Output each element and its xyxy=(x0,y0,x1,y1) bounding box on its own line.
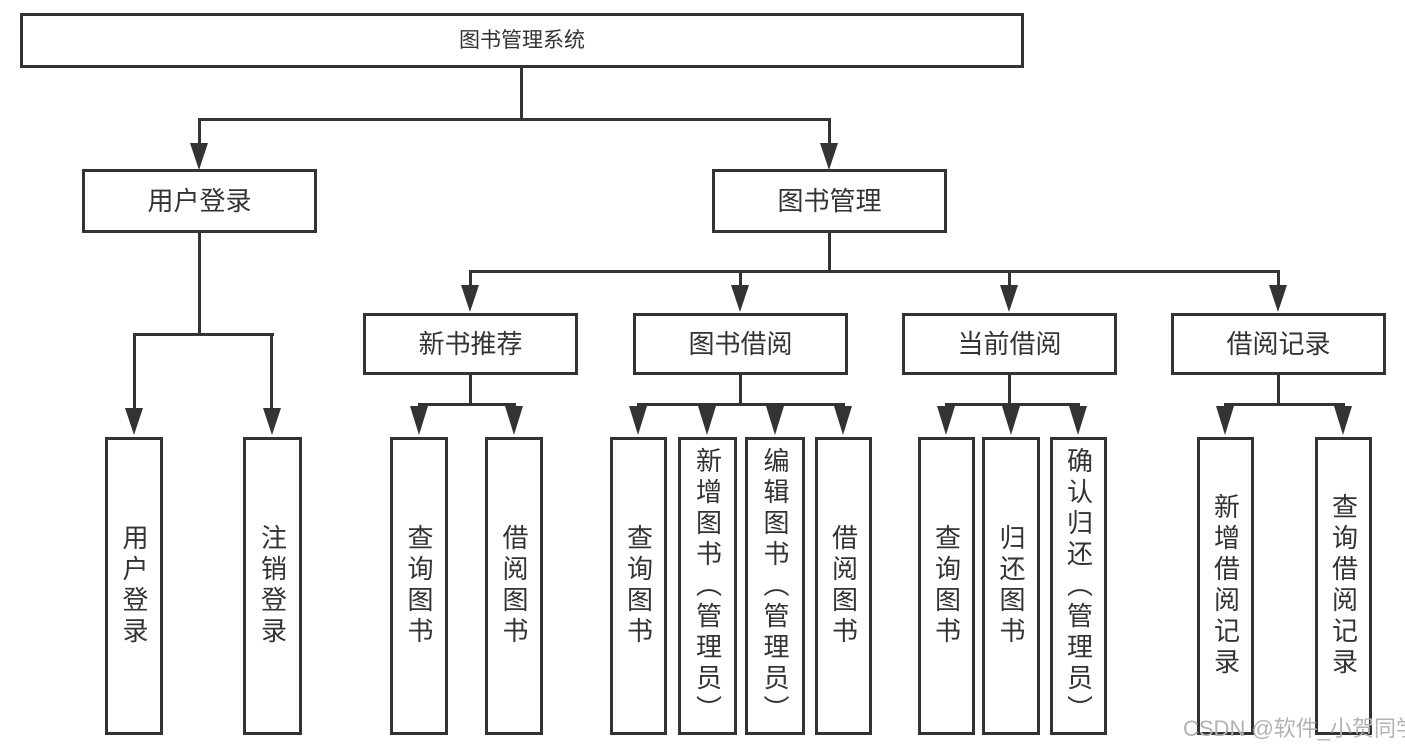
leaf-query-books-borrowing: 查询图书 xyxy=(610,437,667,735)
node-book-management: 图书管理 xyxy=(712,169,947,233)
leaf-confirm-return-admin: 确认归还（管理员） xyxy=(1050,437,1107,735)
arrow-down-icon xyxy=(505,406,523,435)
connector-user-login-drop xyxy=(198,118,201,146)
connector-current-stem xyxy=(1008,375,1011,405)
connector-book-management-stem xyxy=(828,233,831,272)
connector-user-login-stem xyxy=(198,233,201,335)
connector-root-rail xyxy=(198,118,831,121)
connector-borrowing-rail xyxy=(637,403,845,406)
arrow-down-icon xyxy=(1216,406,1234,435)
arrow-down-icon xyxy=(1002,406,1020,435)
arrow-down-icon xyxy=(731,285,749,312)
connector-records-rail xyxy=(1224,403,1345,406)
node-book-borrowing: 图书借阅 xyxy=(633,313,848,375)
node-user-login: 用户登录 xyxy=(82,169,317,233)
connector-leaf-drop xyxy=(133,333,136,409)
connector-borrowing-stem xyxy=(739,375,742,405)
node-current-borrowing: 当前借阅 xyxy=(902,313,1117,375)
connector-book-management-drop xyxy=(828,118,831,146)
arrow-down-icon xyxy=(125,408,143,435)
node-library-system: 图书管理系统 xyxy=(20,13,1024,68)
arrow-down-icon xyxy=(629,406,647,435)
node-new-book-recommendation: 新书推荐 xyxy=(363,313,578,375)
leaf-borrow-books-borrowing: 借阅图书 xyxy=(815,437,872,735)
arrow-down-icon xyxy=(461,285,479,312)
leaf-edit-books-admin: 编辑图书（管理员） xyxy=(745,437,805,735)
leaf-user-login: 用户登录 xyxy=(105,437,163,735)
leaf-query-books-current: 查询图书 xyxy=(918,437,975,735)
leaf-query-borrowing-record: 查询借阅记录 xyxy=(1315,437,1372,735)
connector-leaf-drop xyxy=(270,333,273,409)
arrow-down-icon xyxy=(1000,285,1018,312)
connector-level3-drop xyxy=(469,270,472,286)
leaf-return-books: 归还图书 xyxy=(982,437,1040,735)
arrow-down-icon xyxy=(766,406,784,435)
node-borrowing-records: 借阅记录 xyxy=(1171,313,1386,375)
arrow-down-icon xyxy=(1269,285,1287,312)
leaf-query-books-recommend: 查询图书 xyxy=(390,437,448,735)
connector-records-stem xyxy=(1277,375,1280,405)
arrow-down-icon xyxy=(1334,406,1352,435)
arrow-down-icon xyxy=(190,143,208,170)
connector-level3-drop xyxy=(1277,270,1280,286)
arrow-down-icon xyxy=(937,406,955,435)
leaf-logout: 注销登录 xyxy=(243,437,302,735)
connector-level3-drop xyxy=(739,270,742,286)
leaf-add-borrowing-record: 新增借阅记录 xyxy=(1197,437,1254,735)
leaf-add-books-admin: 新增图书（管理员） xyxy=(678,437,737,735)
connector-user-login-rail xyxy=(133,333,274,336)
arrow-down-icon xyxy=(1069,406,1087,435)
arrow-down-icon xyxy=(820,143,838,170)
connector-recommend-stem xyxy=(469,375,472,405)
connector-current-rail xyxy=(945,403,1080,406)
csdn-watermark: CSDN @软件_小贺同学 xyxy=(1183,716,1405,741)
leaf-borrow-books-recommend: 借阅图书 xyxy=(485,437,543,735)
connector-level3-drop xyxy=(1008,270,1011,286)
connector-book-management-rail xyxy=(470,270,1280,273)
connector-recommend-rail xyxy=(418,403,516,406)
arrow-down-icon xyxy=(834,406,852,435)
arrow-down-icon xyxy=(263,408,281,435)
arrow-down-icon xyxy=(698,406,716,435)
connector-root-stem xyxy=(520,68,523,120)
arrow-down-icon xyxy=(410,406,428,435)
